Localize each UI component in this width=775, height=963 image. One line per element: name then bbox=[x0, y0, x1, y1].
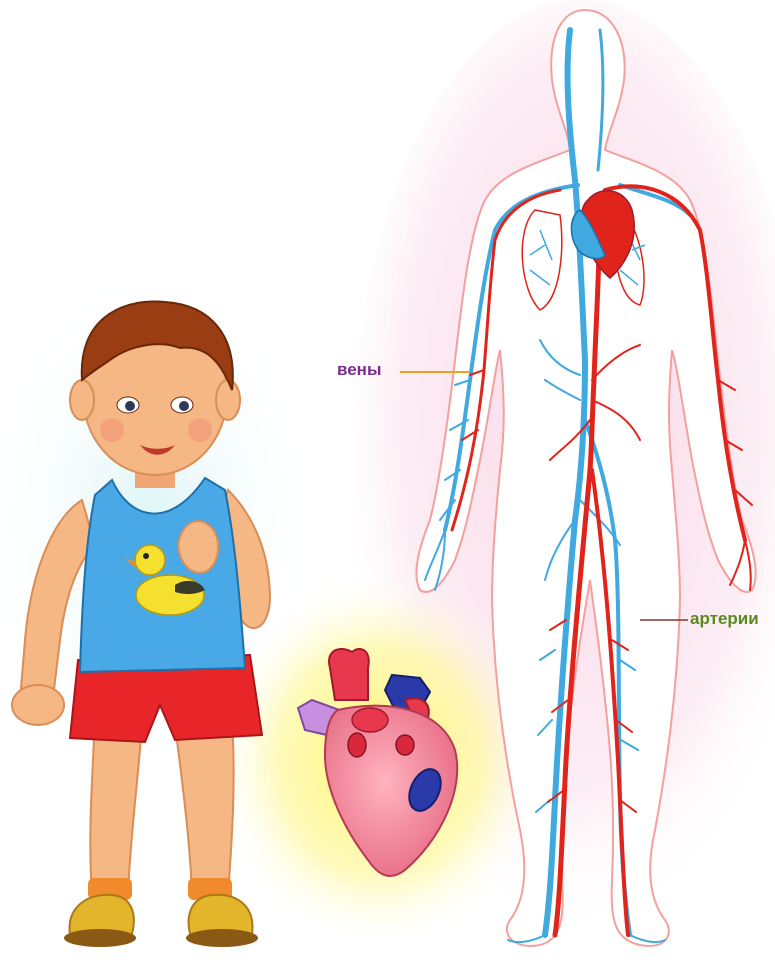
arteries-label: артерии bbox=[690, 609, 759, 629]
veins-label: вены bbox=[337, 360, 381, 380]
